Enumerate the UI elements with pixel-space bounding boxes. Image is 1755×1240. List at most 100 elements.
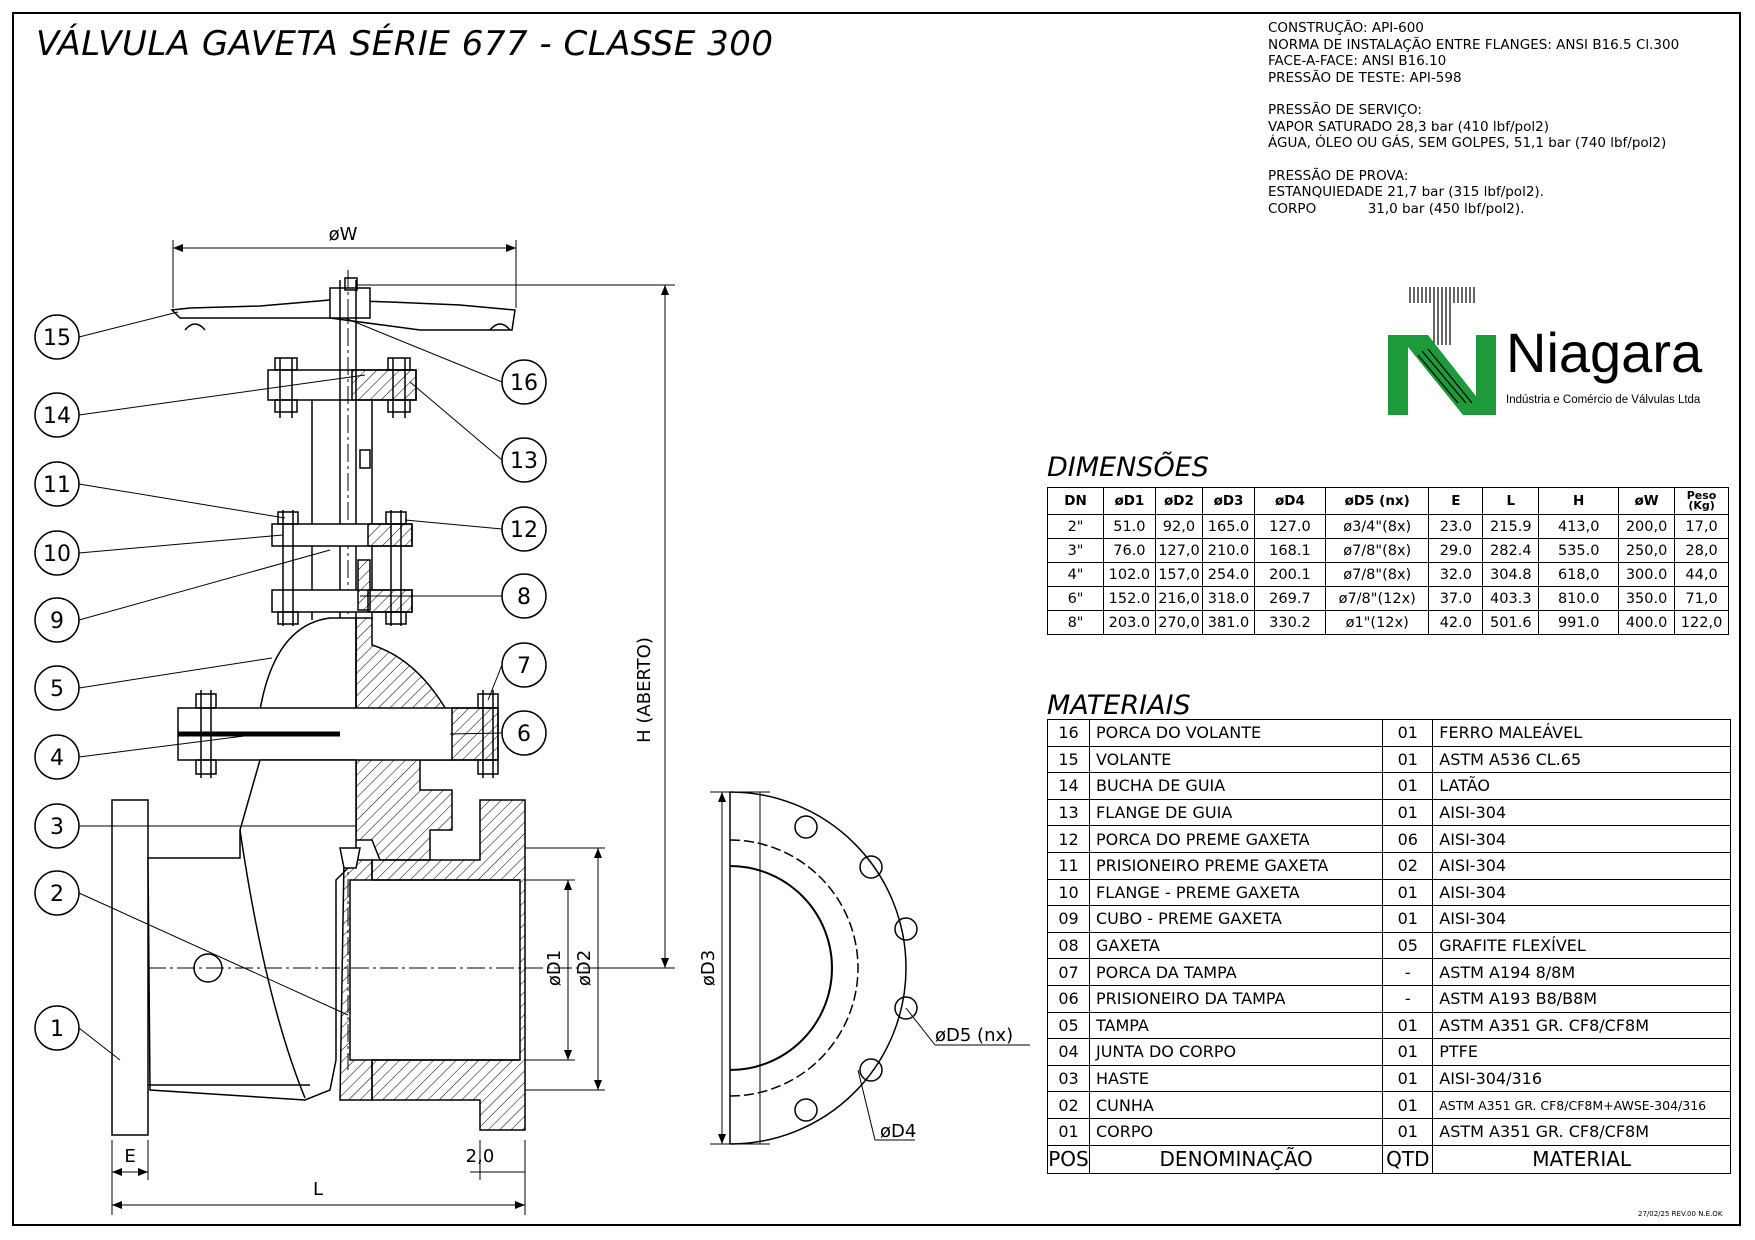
dim-cell: 42.0 [1428,610,1484,635]
material-spec: ASTM A193 B8/B8M [1432,984,1731,1013]
dim-d5-label: øD5 (nx) [935,1025,1013,1046]
material-pos: 08 [1047,931,1090,960]
bonnet-shape [177,617,499,861]
dim-cell: 400.0 [1618,610,1676,635]
material-qty: - [1382,958,1434,986]
material-name: PRISIONEIRO PREME GAXETA [1088,851,1384,880]
material-name: CUBO - PREME GAXETA [1088,905,1384,933]
dim-cell: 168.1 [1253,538,1326,563]
material-pos: 03 [1047,1064,1090,1093]
body-shape [111,759,605,1136]
dim-cell: 318.0 [1202,586,1255,611]
callout-13: 13 [409,381,547,483]
callout-label: 3 [50,815,64,840]
dim-cell: 381.0 [1202,610,1255,635]
material-pos: 01 [1047,1117,1090,1146]
dim-d2-label: øD2 [574,950,595,986]
dim-header-cell: øD4 [1253,487,1326,515]
material-qty: 01 [1382,1117,1434,1146]
material-spec: AISI-304 [1432,825,1731,853]
spec-agua: ÁGUA, ÓLEO OU GÁS, SEM GOLPES, 51,1 bar … [1268,135,1667,151]
material-qty: 01 [1382,798,1434,827]
spec-estanqueidade: ESTANQUIEDADE 21,7 bar (315 lbf/pol2). [1268,184,1544,200]
dim-gap-label: 2,0 [466,1146,495,1167]
spec-face: FACE-A-FACE: ANSI B16.10 [1268,53,1447,69]
material-pos: 13 [1047,798,1090,827]
callout-label: 5 [50,677,64,702]
dim-l-label: L [313,1179,323,1200]
spec-construcao: CONSTRUÇÃO: API-600 [1268,20,1424,36]
dim-cell: 92,0 [1154,514,1204,539]
flange-end-view [729,791,918,1145]
dim-cell: 44,0 [1674,562,1729,587]
material-pos: 10 [1047,878,1090,907]
dim-header-cell: øW [1618,487,1676,515]
dim-cell: ø3/4"(8x) [1324,514,1430,539]
material-spec: AISI-304 [1432,851,1731,880]
material-spec: ASTM A351 GR. CF8/CF8M [1432,1117,1731,1146]
dim-cell: 51.0 [1103,514,1156,539]
spec-servico-title: PRESSÃO DE SERVIÇO: [1268,102,1422,118]
dim-cell: 4" [1046,562,1105,587]
dim-cell: 157,0 [1154,562,1204,587]
dim-cell: 403.3 [1482,586,1540,611]
material-spec: ASTM A194 8/8M [1432,958,1731,986]
material-qty: 01 [1382,772,1434,800]
material-qty: 01 [1382,1064,1434,1093]
dim-cell: 127,0 [1154,538,1204,563]
callout-label: 12 [510,518,538,543]
dim-d4-label: øD4 [880,1121,916,1142]
material-qty: 05 [1382,931,1434,960]
callout-10: 10 [34,530,284,576]
dim-header-cell: øD1 [1103,487,1156,515]
material-name: PRISIONEIRO DA TAMPA [1088,984,1384,1013]
dim-cell: 330.2 [1253,610,1326,635]
dim-cell: 304.8 [1482,562,1540,587]
material-spec: ASTM A536 CL.65 [1432,745,1731,774]
material-pos: 04 [1047,1038,1090,1066]
material-qty: 01 [1382,745,1434,774]
spec-norma: NORMA DE INSTALAÇÃO ENTRE FLANGES: ANSI … [1268,36,1680,53]
callout-label: 16 [510,371,538,396]
material-qty: 02 [1382,851,1434,880]
dim-cell: 250,0 [1618,538,1676,563]
materials-footer-cell: QTD [1382,1144,1434,1174]
dim-cell: ø1"(12x) [1324,610,1430,635]
material-qty: 01 [1382,878,1434,907]
callout-15: 15 [34,311,179,360]
callout-label: 10 [43,542,71,567]
dim-cell: 71,0 [1674,586,1729,611]
material-pos: 16 [1047,719,1090,747]
callout-label: 14 [43,404,71,429]
material-spec: PTFE [1432,1038,1731,1066]
dim-cell: 413,0 [1538,514,1620,539]
material-pos: 05 [1047,1011,1090,1040]
drawing-title: VÁLVULA GAVETA SÉRIE 677 - CLASSE 300 [36,24,774,64]
callout-label: 13 [510,449,538,474]
dim-cell: 200.1 [1253,562,1326,587]
materials-footer-cell: POS [1047,1144,1090,1174]
material-name: GAXETA [1088,931,1384,960]
dim-cell: 618,0 [1538,562,1620,587]
material-name: VOLANTE [1088,745,1384,774]
callout-14: 14 [34,374,366,438]
dim-cell: 122,0 [1674,610,1729,635]
dim-w-label: øW [329,224,358,245]
logo-name: Niagara [1506,321,1703,384]
material-spec: LATÃO [1432,772,1731,800]
dim-cell: 300.0 [1618,562,1676,587]
